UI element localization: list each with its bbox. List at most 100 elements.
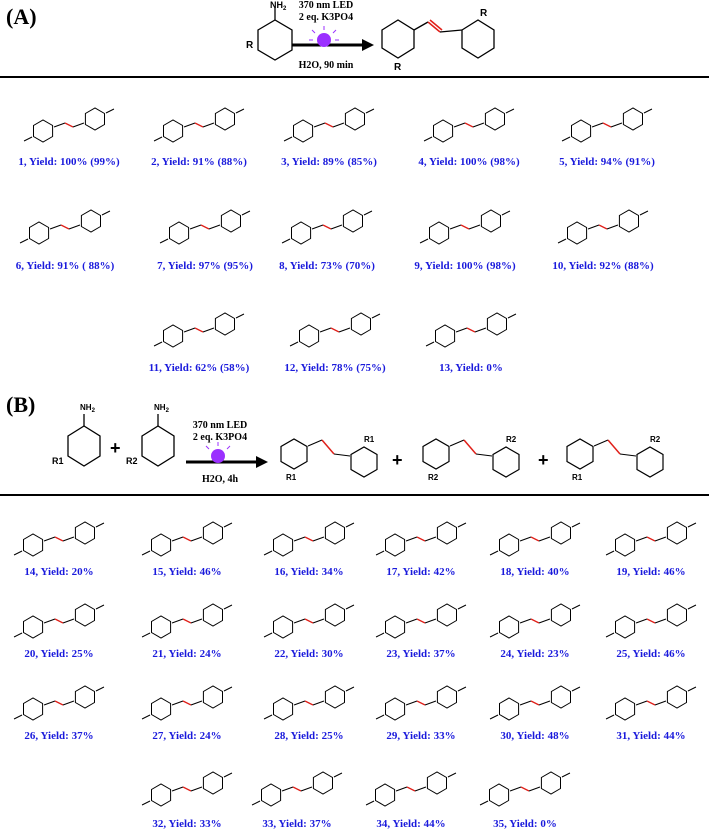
compound-caption: 5, Yield: 94% (91%) <box>559 156 655 168</box>
panel-a-scheme: NH2 R R R <box>246 0 495 73</box>
compound-entry: 13, Yield: 0% <box>412 290 530 374</box>
compound-caption: 7, Yield: 97% (95%) <box>157 260 253 272</box>
compound-entry: 35, Yield: 0% <box>466 752 584 830</box>
compound-caption: 23, Yield: 37% <box>386 648 456 660</box>
compound-caption: 28, Yield: 25% <box>274 730 344 742</box>
compound-caption: 25, Yield: 46% <box>616 648 686 660</box>
compound-entry: 4, Yield: 100% (98%) <box>410 86 528 168</box>
panel-b-divider <box>0 494 709 496</box>
product-rb-label: R2 <box>650 435 661 444</box>
compound-caption: 32, Yield: 33% <box>152 818 222 830</box>
reagent-r-label: R <box>246 40 254 51</box>
compound-entry: 6, Yield: 91% ( 88%) <box>6 186 124 272</box>
compound-caption: 2, Yield: 91% (88%) <box>151 156 247 168</box>
compound-entry: 27, Yield: 24% <box>128 668 246 742</box>
compound-entry: 14, Yield: 20% <box>0 504 118 578</box>
led-lamp-icon <box>317 33 331 47</box>
svg-text:NH2: NH2 <box>80 403 96 414</box>
compound-entry: 1, Yield: 100% (99%) <box>10 86 128 168</box>
compound-caption: 34, Yield: 44% <box>376 818 446 830</box>
compound-entry: 19, Yield: 46% <box>592 504 709 578</box>
svg-text:R: R <box>480 8 488 19</box>
panel-a-label: (A) <box>6 4 37 29</box>
compound-entry: 10, Yield: 92% (88%) <box>544 186 662 272</box>
compound-entry: 32, Yield: 33% <box>128 752 246 830</box>
product-ra-label: R2 <box>428 473 439 482</box>
svg-text:NH2: NH2 <box>154 403 170 414</box>
panel-a-condition-3: H2O, 90 min <box>298 60 354 71</box>
svg-text:R2: R2 <box>126 456 138 466</box>
compound-entry: 22, Yield: 30% <box>250 586 368 660</box>
aniline-reagent <box>257 8 293 61</box>
compound-entry: 29, Yield: 33% <box>362 668 480 742</box>
plus-sign-1: + <box>110 438 121 458</box>
compound-caption: 9, Yield: 100% (98%) <box>414 260 516 272</box>
compound-entry: 15, Yield: 46% <box>128 504 246 578</box>
compound-caption: 24, Yield: 23% <box>500 648 570 660</box>
compound-caption: 4, Yield: 100% (98%) <box>418 156 520 168</box>
compound-entry: 16, Yield: 34% <box>250 504 368 578</box>
compound-entry: 5, Yield: 94% (91%) <box>548 86 666 168</box>
compound-caption: 17, Yield: 42% <box>386 566 456 578</box>
compound-caption: 19, Yield: 46% <box>616 566 686 578</box>
panel-a-divider <box>0 76 709 78</box>
azo-product-3: R1 R2 <box>566 435 664 482</box>
panel-b-condition-3: H2O, 4h <box>201 474 239 485</box>
led-lamp-icon-b <box>211 449 225 463</box>
panel-a-condition-1: 370 nm LED <box>298 0 354 11</box>
compound-entry: 26, Yield: 37% <box>0 668 118 742</box>
compound-entry: 17, Yield: 42% <box>362 504 480 578</box>
compound-entry: 30, Yield: 48% <box>476 668 594 742</box>
compound-entry: 20, Yield: 25% <box>0 586 118 660</box>
svg-text:+: + <box>392 450 403 470</box>
svg-text:R1: R1 <box>52 456 64 466</box>
compound-caption: 13, Yield: 0% <box>439 362 503 374</box>
compound-entry: 24, Yield: 23% <box>476 586 594 660</box>
compound-caption: 14, Yield: 20% <box>24 566 94 578</box>
compound-caption: 21, Yield: 24% <box>152 648 222 660</box>
compound-caption: 16, Yield: 34% <box>274 566 344 578</box>
compound-entry: 34, Yield: 44% <box>352 752 470 830</box>
svg-text:+: + <box>538 450 549 470</box>
compound-entry: 12, Yield: 78% (75%) <box>276 290 394 374</box>
compound-entry: 23, Yield: 37% <box>362 586 480 660</box>
compound-entry: 2, Yield: 91% (88%) <box>140 86 258 168</box>
compound-caption: 10, Yield: 92% (88%) <box>552 260 654 272</box>
compound-caption: 20, Yield: 25% <box>24 648 94 660</box>
aniline-1-ring <box>67 425 101 467</box>
azobenzene-product <box>381 19 495 59</box>
compound-caption: 22, Yield: 30% <box>274 648 344 660</box>
compound-entry: 3, Yield: 89% (85%) <box>270 86 388 168</box>
compound-entry: 8, Yield: 73% (70%) <box>268 186 386 272</box>
svg-text:R: R <box>394 62 402 73</box>
compound-caption: 26, Yield: 37% <box>24 730 94 742</box>
panel-b-condition-1: 370 nm LED <box>192 420 248 431</box>
compound-caption: 29, Yield: 33% <box>386 730 456 742</box>
compound-entry: 9, Yield: 100% (98%) <box>406 186 524 272</box>
nh2-label: NH2 <box>270 0 287 12</box>
compound-caption: 35, Yield: 0% <box>493 818 557 830</box>
product-rb-label: R1 <box>364 435 375 444</box>
compound-entry: 21, Yield: 24% <box>128 586 246 660</box>
aniline-2-ring <box>141 425 175 467</box>
panel-a-condition-2: 2 eq. K3PO4 <box>298 12 354 23</box>
compound-caption: 8, Yield: 73% (70%) <box>279 260 375 272</box>
compound-entry: 28, Yield: 25% <box>250 668 368 742</box>
panel-b-condition-2: 2 eq. K3PO4 <box>192 432 248 443</box>
product-ra-label: R1 <box>286 473 297 482</box>
compound-caption: 27, Yield: 24% <box>152 730 222 742</box>
compound-caption: 12, Yield: 78% (75%) <box>284 362 386 374</box>
compound-entry: 31, Yield: 44% <box>592 668 709 742</box>
compound-caption: 11, Yield: 62% (58%) <box>148 362 250 374</box>
compound-entry: 25, Yield: 46% <box>592 586 709 660</box>
product-ra-label: R1 <box>572 473 583 482</box>
panel-b-label: (B) <box>6 392 36 417</box>
compound-caption: 18, Yield: 40% <box>500 566 570 578</box>
product-rb-label: R2 <box>506 435 517 444</box>
compound-caption: 1, Yield: 100% (99%) <box>18 156 120 168</box>
compound-caption: 15, Yield: 46% <box>152 566 222 578</box>
compound-caption: 3, Yield: 89% (85%) <box>281 156 377 168</box>
